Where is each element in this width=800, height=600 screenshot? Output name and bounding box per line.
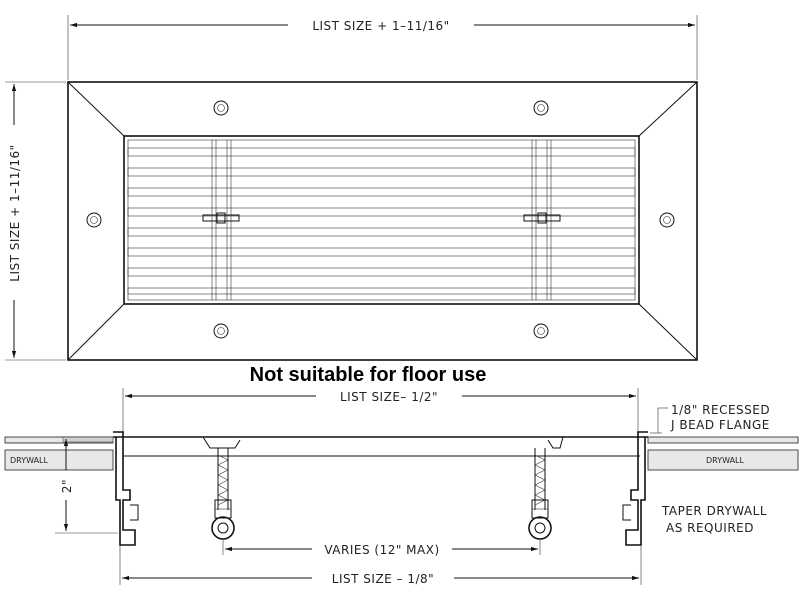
inner-opening <box>123 135 640 305</box>
taper-note-line2: AS REQUIRED <box>666 521 754 535</box>
blade-support-left <box>202 140 240 300</box>
recess-label-line1: 1/8" RECESSED <box>671 403 770 417</box>
top-height-dimension: LIST SIZE + 1–11/16" <box>8 84 22 358</box>
frame-profile-right <box>625 431 648 546</box>
spring-clip-left <box>211 448 235 540</box>
varies-dimension: VARIES (12" MAX) <box>222 540 541 557</box>
bottom-section-dimension: LIST SIZE – 1/8" <box>119 545 642 586</box>
top-view: LIST SIZE + 1–11/16" LIST SIZE + 1–11/16… <box>5 15 698 361</box>
top-section-dimension: LIST SIZE– 1/2" <box>125 390 636 404</box>
recessed-flange-callout: 1/8" RECESSED J BEAD FLANGE <box>650 403 770 439</box>
drywall-right-label: DRYWALL <box>706 456 744 465</box>
taper-note-line1: TAPER DRYWALL <box>661 504 767 518</box>
depth-label: 2" <box>60 479 74 493</box>
top-section-label: LIST SIZE– 1/2" <box>340 390 438 404</box>
section-view: LIST SIZE– 1/2" 1/8" RECESSED J BEAD FLA… <box>4 388 799 586</box>
drywall-left: DRYWALL <box>4 436 114 471</box>
spring-clip-right <box>528 448 552 540</box>
outer-frame <box>67 81 698 361</box>
drywall-right: DRYWALL <box>647 436 799 471</box>
depth-dimension: 2" <box>55 436 118 534</box>
top-width-dimension: LIST SIZE + 1–11/16" <box>70 19 695 33</box>
frame-profile-left <box>113 431 136 546</box>
bottom-section-label: LIST SIZE – 1/8" <box>332 572 434 586</box>
varies-label: VARIES (12" MAX) <box>324 543 439 557</box>
screw-holes <box>86 100 675 339</box>
top-height-label: LIST SIZE + 1–11/16" <box>8 144 22 281</box>
blade-support-right <box>523 140 561 300</box>
louver-blades <box>127 147 636 295</box>
drywall-left-label: DRYWALL <box>10 456 48 465</box>
floor-use-warning: Not suitable for floor use <box>250 364 487 386</box>
top-width-label: LIST SIZE + 1–11/16" <box>312 19 449 33</box>
recess-label-line2: J BEAD FLANGE <box>670 418 770 432</box>
